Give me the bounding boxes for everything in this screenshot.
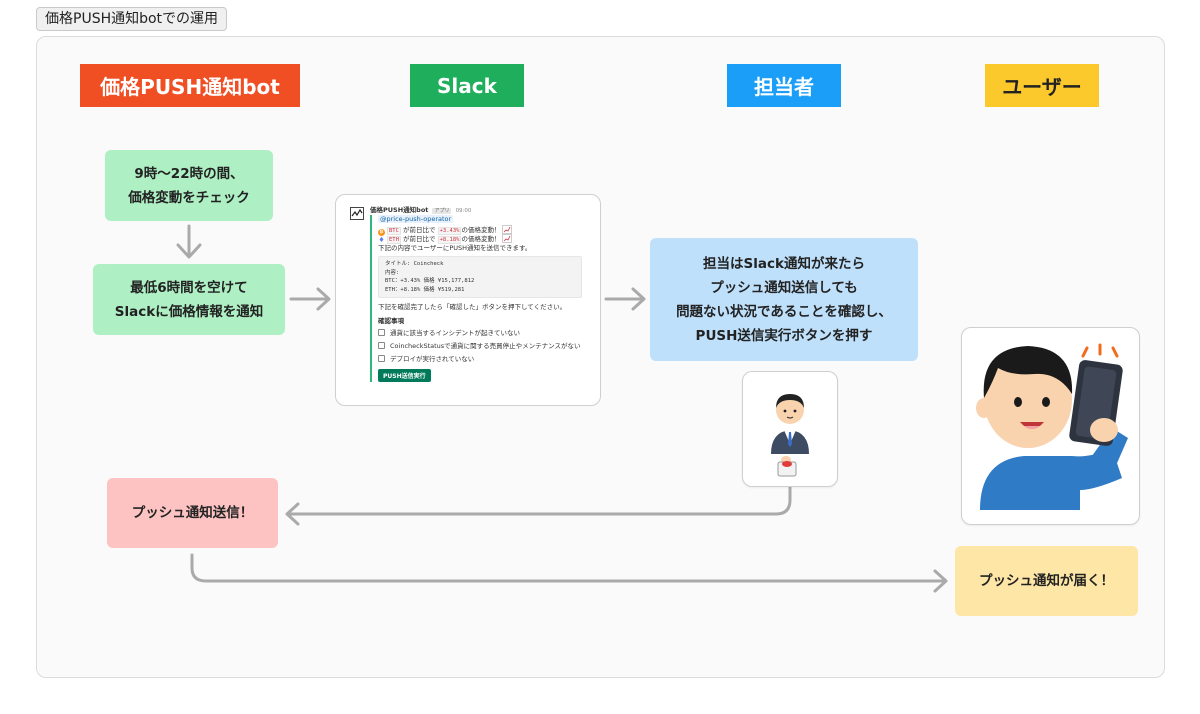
step-operator-line3: 問題ない状況であることを確認し、 — [676, 303, 892, 320]
chart-up-icon — [502, 224, 513, 234]
checklist-item-label: デプロイが実行されていない — [390, 354, 475, 363]
message-instruction: 下記を確認完了したら「確認した」ボタンを押下してください。 — [378, 303, 567, 312]
alert-symbol: ETH — [387, 236, 401, 245]
alert-prefix: が前日比で — [403, 225, 436, 234]
app-badge: アプリ — [432, 208, 452, 214]
checkbox[interactable] — [378, 354, 385, 362]
preview-line: ETH：+8.18% 価格 ¥519,281 — [385, 286, 465, 293]
preview-line: BTC：+3.43% 価格 ¥15,177,812 — [385, 278, 475, 285]
checkbox[interactable] — [378, 328, 385, 336]
chart-up-icon — [502, 234, 513, 244]
step-slack-notify-line1: 最低6時間を空けて — [130, 279, 248, 296]
lane-header-operator: 担当者 — [727, 64, 841, 107]
checklist-title: 確認事項 — [378, 316, 404, 325]
lane-header-bot: 価格PUSH通知bot — [80, 64, 300, 107]
step-operator-line4: PUSH送信実行ボタンを押す — [695, 327, 873, 344]
step-operator-line2: プッシュ通知送信しても — [710, 279, 858, 296]
operator-pressing-button-illustration — [771, 394, 809, 477]
step-push-arrive-label: プッシュ通知が届く！ — [979, 573, 1114, 589]
checklist-item-label: CoincheckStatusで通貨に関する売買停止やメンテナンスがない — [390, 341, 581, 350]
slack-message-header: 価格PUSH通知bot アプリ 09:00 — [370, 205, 592, 215]
bitcoin-icon: ₿ — [378, 228, 385, 236]
step-operator-line1: 担当はSlack通知が来たら — [703, 255, 865, 272]
step-push-arrive: プッシュ通知が届く！ — [955, 546, 1138, 616]
push-preview-block: タイトル: Coincheck 内容: BTC：+3.43% 価格 ¥15,17… — [378, 256, 582, 299]
user-illustration-card — [961, 327, 1140, 525]
step-operator-confirm: 担当はSlack通知が来たら プッシュ通知送信しても 問題ない状況であることを確… — [650, 238, 918, 361]
step-price-check-line1: 9時〜22時の間、 — [134, 165, 244, 182]
checkbox[interactable] — [378, 341, 385, 349]
operator-illustration-card — [742, 371, 838, 487]
alert-change: +3.43% — [437, 226, 462, 235]
preview-line: 内容: — [385, 269, 400, 276]
alert-symbol: BTC — [387, 226, 401, 235]
alert-change: +8.18% — [437, 236, 462, 245]
slack-message-body: @price-push-operator ₿BTC が前日比で +3.43%の価… — [370, 215, 590, 382]
lane-header-user: ユーザー — [985, 64, 1099, 107]
alert-prefix: が前日比で — [403, 235, 436, 244]
checklist-item[interactable]: デプロイが実行されていない — [378, 353, 590, 366]
step-price-check-line2: 価格変動をチェック — [128, 189, 250, 206]
operator-mention[interactable]: @price-push-operator — [378, 215, 454, 223]
arrow-operator-to-push — [286, 485, 792, 516]
checklist-item[interactable]: 通貨に該当するインシデントが起きていない — [378, 327, 590, 340]
step-push-send: プッシュ通知送信！ — [107, 478, 278, 548]
message-intro: 下記の内容でユーザーにPUSH通知を送信できます。 — [378, 243, 532, 252]
step-push-send-label: プッシュ通知送信！ — [131, 505, 254, 521]
preview-line: タイトル: Coincheck — [385, 261, 444, 268]
slack-message-card: 価格PUSH通知bot アプリ 09:00 @price-push-operat… — [335, 194, 601, 406]
step-price-check: 9時〜22時の間、 価格変動をチェック — [105, 150, 273, 221]
checklist-item-label: 通貨に該当するインシデントが起きていない — [390, 328, 520, 337]
alert-line-btc: ₿BTC が前日比で +3.43%の価格変動！ — [378, 224, 590, 236]
ethereum-icon: ♦ — [378, 236, 385, 245]
step-slack-notify: 最低6時間を空けて Slackに価格情報を通知 — [93, 264, 285, 335]
push-execute-button[interactable]: PUSH送信実行 — [378, 368, 431, 382]
slack-bot-name[interactable]: 価格PUSH通知bot — [370, 206, 429, 214]
message-timestamp[interactable]: 09:00 — [455, 208, 472, 214]
user-with-phone-illustration — [976, 343, 1128, 510]
alert-suffix: の価格変動！ — [461, 235, 501, 244]
arrow-push-to-user — [190, 553, 947, 583]
step-slack-notify-line2: Slackに価格情報を通知 — [114, 303, 264, 320]
checklist-item[interactable]: CoincheckStatusで通貨に関する売買停止やメンテナンスがない — [378, 340, 590, 353]
alert-suffix: の価格変動！ — [461, 225, 501, 234]
lane-header-slack: Slack — [410, 64, 524, 107]
alert-line-eth: ♦ETH が前日比で +8.18%の価格変動！ — [378, 234, 590, 245]
price-chart-bot-icon — [350, 207, 364, 220]
page-tag: 価格PUSH通知botでの運用 — [36, 7, 228, 31]
